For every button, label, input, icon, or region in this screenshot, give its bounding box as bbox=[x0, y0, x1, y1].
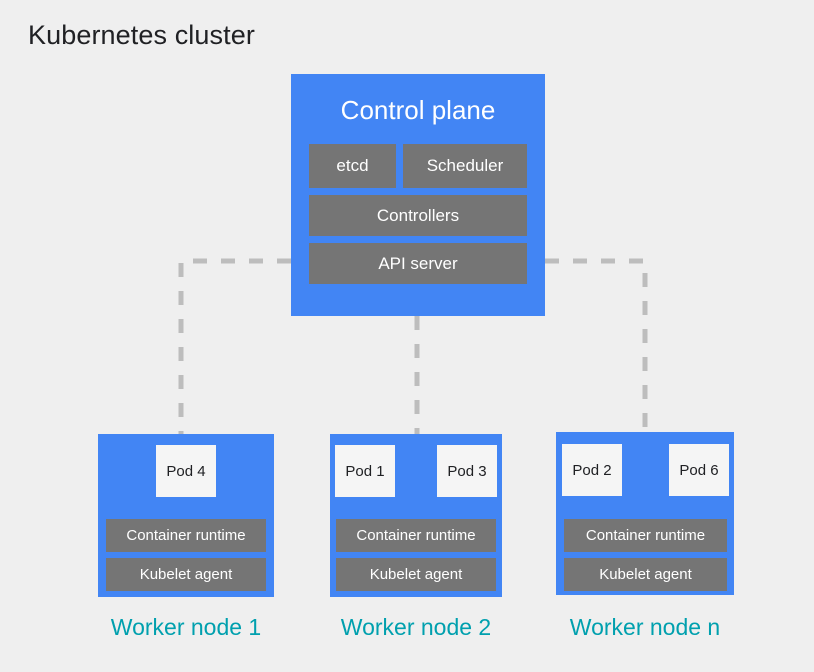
pod-box[interactable]: Pod 4 bbox=[156, 445, 216, 497]
worker-node-n-caption: Worker node n bbox=[569, 614, 721, 640]
kubelet-agent-bar[interactable]: Kubelet agent bbox=[564, 558, 727, 591]
worker-node-n-box[interactable]: Pod 2 Pod 6 Container runtime Kubelet ag… bbox=[556, 432, 734, 595]
control-plane-component-api-server[interactable]: API server bbox=[309, 243, 527, 284]
pod-box[interactable]: Pod 3 bbox=[437, 445, 497, 497]
control-plane-component-controllers[interactable]: Controllers bbox=[309, 195, 527, 236]
worker-node-2-box[interactable]: Pod 1 Pod 3 Container runtime Kubelet ag… bbox=[330, 434, 502, 597]
container-runtime-bar[interactable]: Container runtime bbox=[106, 519, 266, 552]
connector-to-worker-node-1 bbox=[178, 258, 291, 434]
pod-box[interactable]: Pod 2 bbox=[562, 444, 622, 496]
pod-box[interactable]: Pod 1 bbox=[335, 445, 395, 497]
kubelet-agent-bar[interactable]: Kubelet agent bbox=[336, 558, 496, 591]
control-plane-component-scheduler[interactable]: Scheduler bbox=[403, 144, 527, 188]
control-plane-title: Control plane bbox=[340, 95, 496, 125]
control-plane-component-etcd[interactable]: etcd bbox=[309, 144, 396, 188]
pod-box[interactable]: Pod 6 bbox=[669, 444, 729, 496]
page-title: Kubernetes cluster bbox=[28, 20, 255, 50]
control-plane-box[interactable]: Control plane etcd Scheduler Controllers… bbox=[291, 74, 545, 316]
container-runtime-bar[interactable]: Container runtime bbox=[564, 519, 727, 552]
kubelet-agent-bar[interactable]: Kubelet agent bbox=[106, 558, 266, 591]
connector-to-worker-node-n bbox=[545, 258, 648, 432]
worker-node-2-caption: Worker node 2 bbox=[340, 614, 492, 640]
container-runtime-bar[interactable]: Container runtime bbox=[336, 519, 496, 552]
worker-node-1-caption: Worker node 1 bbox=[110, 614, 262, 640]
worker-node-1-box[interactable]: Pod 4 Container runtime Kubelet agent bbox=[98, 434, 274, 597]
